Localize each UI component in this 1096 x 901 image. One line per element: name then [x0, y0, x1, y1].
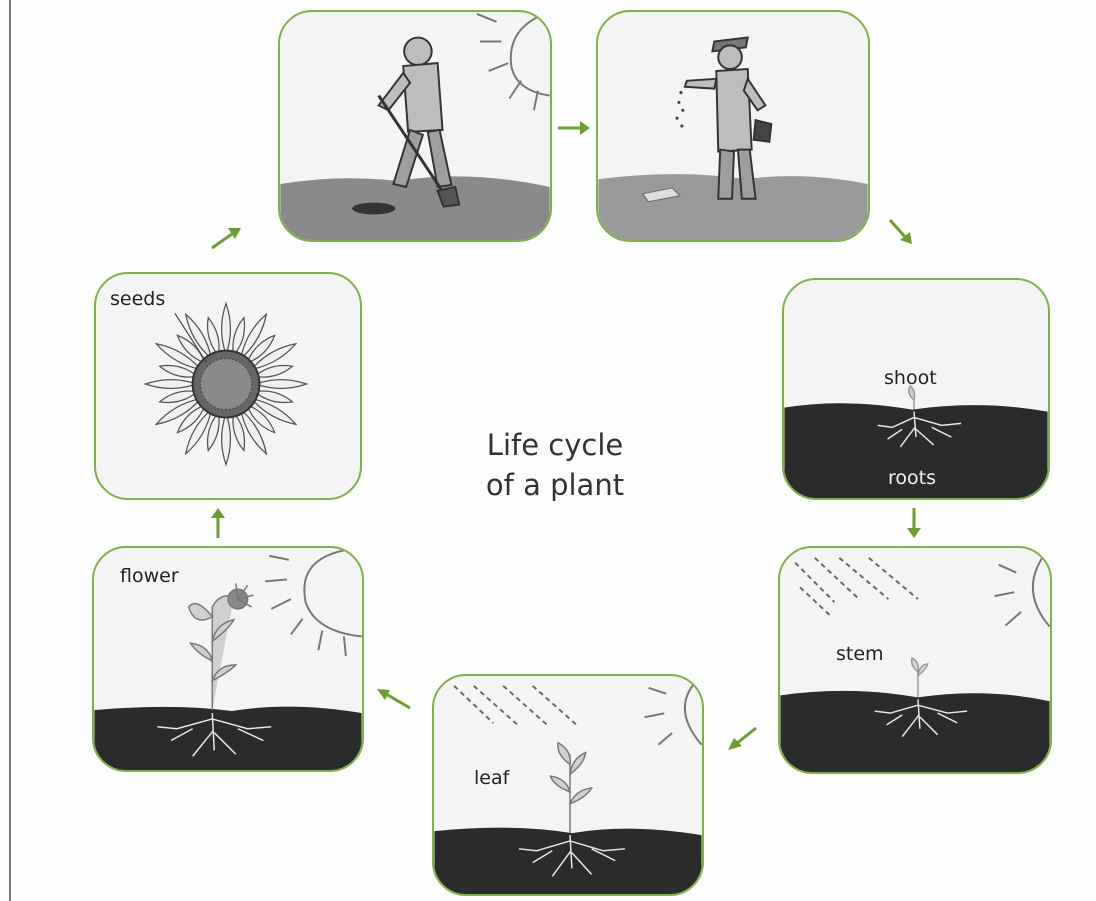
petal [222, 303, 231, 354]
petal [145, 380, 196, 389]
arrow-shoot-to-stem [904, 506, 924, 540]
sprout-icon [909, 386, 915, 410]
flowering-plant-icon [189, 583, 254, 710]
title-line-1: Life cycle [440, 425, 670, 465]
stem-illustration [780, 548, 1050, 772]
arrow-stem-to-leaf [724, 724, 760, 752]
page-border-line [9, 0, 11, 901]
stem-sprout-icon [912, 658, 928, 697]
label-flower: flower [120, 565, 179, 587]
arrow-sowing-to-shoot [886, 216, 916, 248]
petal [256, 380, 307, 389]
rain-icon [454, 686, 577, 725]
sun-icon [265, 548, 361, 656]
panel-leaf [432, 674, 704, 896]
sun-icon [995, 548, 1050, 627]
rain-icon [795, 558, 918, 617]
label-seeds: seeds [110, 288, 165, 310]
farmer-sowing-icon [685, 38, 771, 199]
petal [222, 414, 231, 465]
arrow-seeds-to-digging [208, 224, 244, 252]
leafy-plant-icon [550, 743, 591, 833]
label-stem: stem [836, 643, 884, 665]
sowing-illustration [598, 12, 868, 240]
title-line-2: of a plant [440, 465, 670, 505]
panel-stem [778, 546, 1052, 774]
falling-seeds-icon [675, 91, 684, 128]
diagram-title: Life cycle of a plant [440, 425, 670, 505]
label-shoot: shoot [884, 367, 937, 389]
label-roots: roots [888, 467, 936, 489]
panel-sowing [596, 10, 870, 242]
sun-icon [645, 676, 702, 745]
sun-icon [477, 12, 550, 110]
digging-illustration [280, 12, 550, 240]
shoot-illustration [784, 280, 1048, 498]
label-leaf: leaf [474, 767, 509, 789]
arrow-flower-to-seeds [208, 506, 228, 540]
arrow-leaf-to-flower [374, 686, 414, 712]
panel-digging [278, 10, 552, 242]
arrow-digging-to-sowing [556, 118, 592, 138]
